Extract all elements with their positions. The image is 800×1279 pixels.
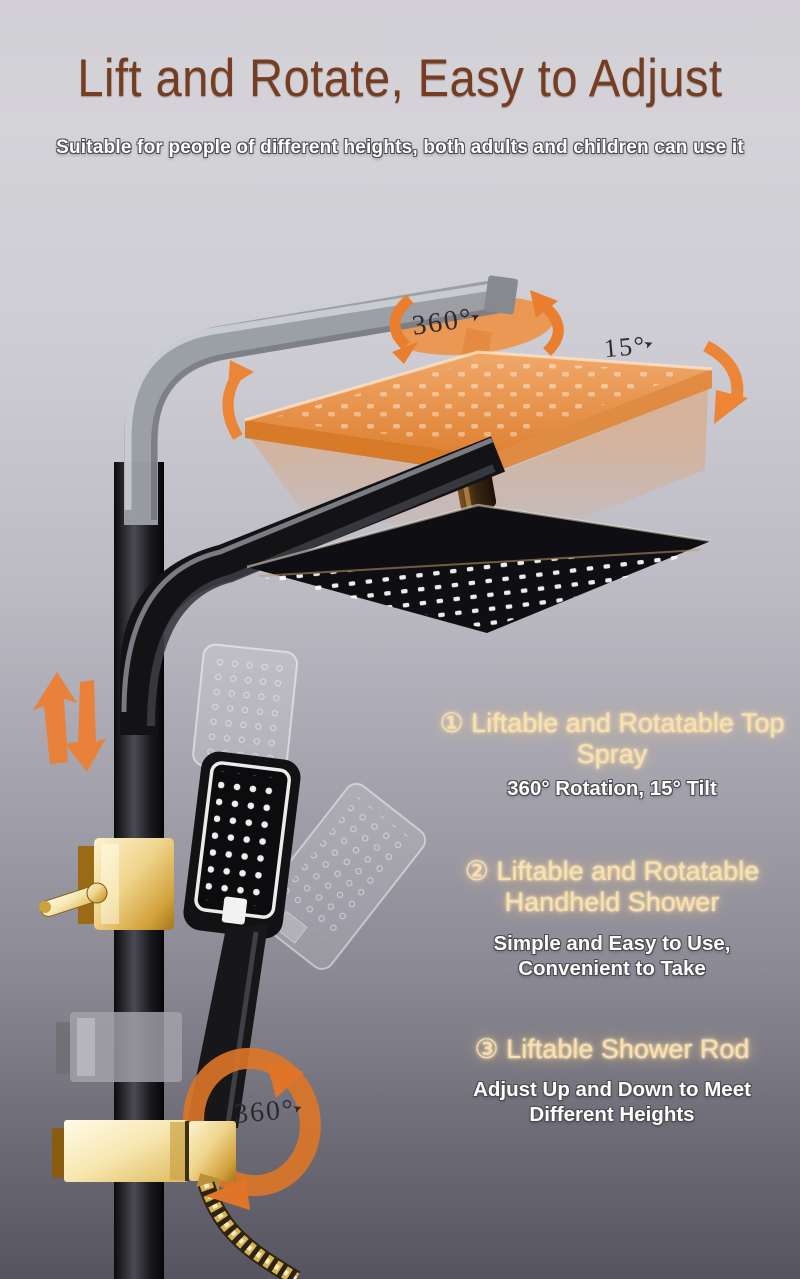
- updown-arrows-icon: [33, 672, 106, 772]
- feature-number-badge: ③: [474, 1034, 499, 1064]
- slider-bracket-ghost: [56, 1012, 182, 1082]
- shower-hose: [196, 1173, 301, 1279]
- head-tilt-label: 15°➤: [603, 330, 657, 364]
- shower-arm-lifted-ghost: [124, 275, 518, 525]
- feature-description: 360° Rotation, 15° Tilt: [507, 777, 717, 800]
- feature-heading-text: Liftable Shower Rod: [506, 1034, 750, 1064]
- handheld-shower: [183, 751, 301, 1128]
- page-title: Lift and Rotate, Easy to Adjust: [77, 47, 723, 108]
- feature-handheld-shower: ② Liftable and Rotatable Handheld Shower…: [428, 856, 796, 981]
- feature-heading: ③ Liftable Shower Rod: [428, 1034, 796, 1065]
- lift-arrow-icon: [222, 360, 254, 440]
- rotation-arrow-icon: [389, 290, 564, 364]
- shower-arm: [120, 436, 506, 735]
- feature-heading-text: Liftable and Rotatable Handheld Shower: [496, 856, 760, 917]
- top-spray-head: [246, 503, 712, 633]
- tilt-arrow-icon: [703, 340, 748, 424]
- feature-heading-text: Liftable and Rotatable Top Spray: [471, 708, 785, 769]
- feature-description: Adjust Up and Down to Meet Different Hei…: [473, 1077, 751, 1126]
- feature-top-spray: ① Liftable and Rotatable Top Spray 360° …: [428, 708, 796, 801]
- feature-shower-rod: ③ Liftable Shower Rod Adjust Up and Down…: [428, 1034, 796, 1127]
- feature-heading: ② Liftable and Rotatable Handheld Shower: [428, 856, 796, 917]
- top-spray-lifted-ghost: [244, 350, 713, 475]
- shower-bracket: [39, 838, 174, 930]
- feature-number-badge: ①: [439, 708, 464, 738]
- head-tilt-value: 15°: [602, 330, 648, 364]
- hand-rotation-arrow-icon: [205, 1060, 304, 1210]
- hand-rotation-label: 360°➤: [233, 1093, 306, 1131]
- ghost-connector: [461, 327, 493, 359]
- handheld-ghost-upright: [192, 643, 299, 775]
- feature-description: Simple and Easy to Use, Convenient to Ta…: [493, 932, 731, 980]
- hand-rotation-value: 360°: [232, 1093, 297, 1131]
- feature-heading: ① Liftable and Rotatable Top Spray: [428, 708, 796, 769]
- feature-number-badge: ②: [464, 856, 489, 886]
- lower-gold-bracket: [52, 1120, 236, 1182]
- page-subtitle: Suitable for people of different heights…: [56, 137, 744, 158]
